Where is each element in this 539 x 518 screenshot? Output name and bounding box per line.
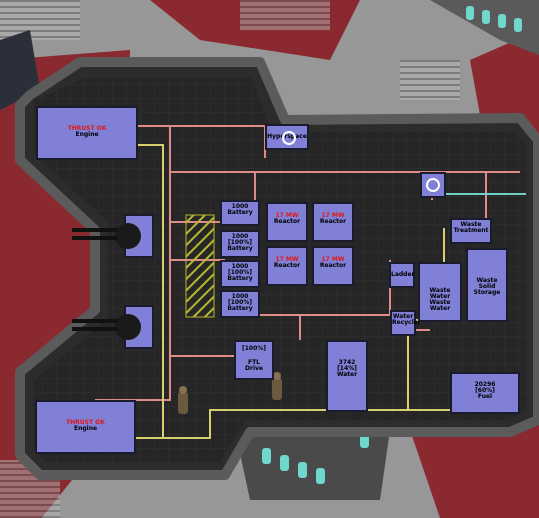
battery-room[interactable]: 1000 [100%] Battery (220, 230, 260, 258)
battery-capacity: 1000 (231, 293, 249, 300)
battery-room[interactable]: 1000 [100%] Battery (220, 290, 260, 318)
reactor-label: Reactor (273, 262, 301, 269)
battery-capacity: 1000 (231, 263, 249, 270)
waste-water-label-2: Water (429, 293, 451, 300)
reactor-room[interactable]: 17 MW Reactor (312, 202, 354, 242)
battery-label: Battery (227, 275, 253, 282)
waste-storage-tank[interactable]: Waste Solid Storage (466, 248, 508, 322)
battery-charge: [100%] (227, 239, 253, 246)
waste-treatment-label-2: Treatment (453, 227, 489, 234)
engine-status: THRUST OK (66, 419, 105, 426)
engine-room-top[interactable]: THRUST OK Engine (36, 106, 138, 160)
engine-label: Engine (73, 425, 98, 432)
water-amount: 3742 (338, 359, 356, 366)
recycler-label: Water (392, 313, 414, 320)
battery-label: Battery (227, 305, 253, 312)
battery-room[interactable]: 1000 [100%] Battery (220, 260, 260, 288)
crew-member[interactable] (272, 372, 282, 400)
hyperspace-icon (282, 131, 296, 145)
waste-treatment-label: Waste (460, 221, 482, 228)
waste-water-label: Waste (429, 287, 451, 294)
battery-charge: [100%] (227, 299, 253, 306)
reactor-output: 17 MW (275, 256, 299, 263)
thruster-bottom[interactable] (72, 305, 154, 349)
fuel-tank[interactable]: 20296 [60%] Fuel (450, 372, 520, 414)
battery-label: Battery (227, 245, 253, 252)
engine-label: Engine (75, 131, 99, 138)
crew-member[interactable] (178, 386, 188, 414)
water-recycler-room[interactable]: Water Recycler (390, 310, 421, 336)
ftl-drive-room[interactable]: [100%] FTL Drive (234, 340, 274, 380)
reactor-label: Reactor (319, 218, 347, 225)
water-percent: [14%] (337, 365, 357, 372)
reactor-room[interactable]: 17 MW Reactor (312, 246, 354, 286)
waste-storage-sub: Storage (473, 289, 501, 296)
ladder-label: Ladder (391, 271, 415, 278)
reactor-output: 17 MW (321, 212, 345, 219)
reactor-output: 17 MW (321, 256, 345, 263)
waste-treatment-room[interactable]: Waste Treatment (450, 218, 492, 244)
hazard-zone (185, 214, 215, 318)
ftl-charge: [100%] (241, 345, 267, 352)
water-label: Water (336, 371, 358, 378)
battery-label: Battery (227, 209, 253, 216)
fuel-percent: [60%] (475, 387, 495, 394)
ftl-label: FTL (247, 359, 260, 366)
engine-room-bottom[interactable]: THRUST OK Engine (35, 400, 136, 454)
battery-capacity: 1000 (231, 203, 249, 210)
reactor-label: Reactor (319, 262, 347, 269)
engine-status: THRUST OK (67, 125, 107, 132)
waste-storage-label-2: Solid (478, 283, 496, 290)
fuel-amount: 20296 (474, 381, 496, 388)
sensor-icon (426, 178, 440, 192)
reactor-room[interactable]: 17 MW Reactor (266, 246, 308, 286)
reactor-label: Reactor (273, 218, 301, 225)
waste-water-sub: Waste Water (429, 299, 451, 312)
nav-sensor-room[interactable] (420, 172, 446, 198)
thruster-top[interactable] (72, 214, 154, 258)
fuel-label: Fuel (477, 393, 493, 400)
waste-water-tank[interactable]: Waste Water Waste Water (418, 262, 462, 322)
water-tank[interactable]: 3742 [14%] Water (326, 340, 368, 412)
battery-room[interactable]: 1000 Battery (220, 200, 260, 226)
battery-charge: [100%] (227, 269, 253, 276)
battery-capacity: 1000 (231, 233, 249, 240)
reactor-room[interactable]: 17 MW Reactor (266, 202, 308, 242)
ftl-drive-label: Drive (245, 365, 263, 372)
reactor-output: 17 MW (275, 212, 299, 219)
recycler-label-2: Recycler (392, 319, 421, 326)
hyperspace-room[interactable]: Hyperspace (265, 124, 309, 150)
ladder-room[interactable]: Ladder (389, 262, 415, 288)
waste-storage-label: Waste (476, 277, 498, 284)
